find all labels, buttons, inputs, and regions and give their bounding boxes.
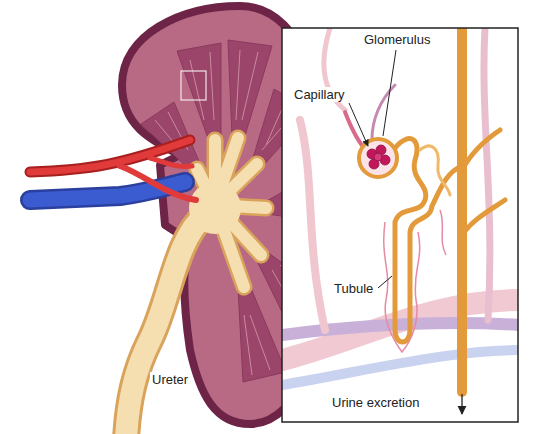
- pyramid-striation: [244, 315, 270, 375]
- renal-vessels: [30, 140, 190, 172]
- leader-line: [461, 394, 462, 414]
- glomerulus: [359, 139, 397, 177]
- part-label: Glomerulus: [362, 32, 432, 47]
- renal-vessels: [120, 166, 196, 200]
- collecting-duct: [462, 200, 505, 235]
- part-label: Capillary: [292, 87, 347, 102]
- glomerulus: [359, 139, 397, 177]
- tubule: [395, 139, 462, 342]
- nephron-inset: [282, 28, 518, 414]
- glomerulus: [374, 153, 382, 161]
- renal-pelvis: [126, 215, 205, 434]
- background-vessel: [282, 28, 518, 385]
- renal-pelvis: [126, 215, 205, 434]
- pyramid-striation: [190, 52, 214, 120]
- tubule: [395, 139, 462, 342]
- inset-frame: [282, 28, 518, 422]
- background-vessel: [484, 28, 490, 320]
- background-vessel: [282, 323, 518, 335]
- leader-line: [383, 50, 396, 136]
- part-label: Tubule: [332, 281, 375, 296]
- renal-vessels: [30, 140, 190, 172]
- peritubular-capillary: [384, 210, 446, 352]
- part-label: Urine excretion: [330, 395, 421, 410]
- leader-line: [349, 103, 368, 146]
- renal-pelvis: [189, 182, 241, 234]
- tubule: [420, 146, 450, 195]
- background-vessel: [282, 350, 518, 385]
- part-label: Ureter: [150, 372, 190, 387]
- renal-vessels: [30, 140, 196, 200]
- collecting-duct: [462, 28, 505, 392]
- peritubular-capillary: [384, 222, 420, 352]
- renal-vessels: [150, 158, 192, 166]
- collecting-duct: [462, 130, 500, 170]
- detail-frame: [181, 71, 206, 100]
- leader-line: [378, 276, 392, 288]
- leader-line: [349, 50, 462, 414]
- background-vessel: [300, 120, 325, 330]
- renal-pyramid: [238, 286, 286, 382]
- peritubular-capillary: [440, 210, 446, 255]
- collecting-duct: [457, 28, 467, 392]
- pyramid-striation: [236, 50, 258, 120]
